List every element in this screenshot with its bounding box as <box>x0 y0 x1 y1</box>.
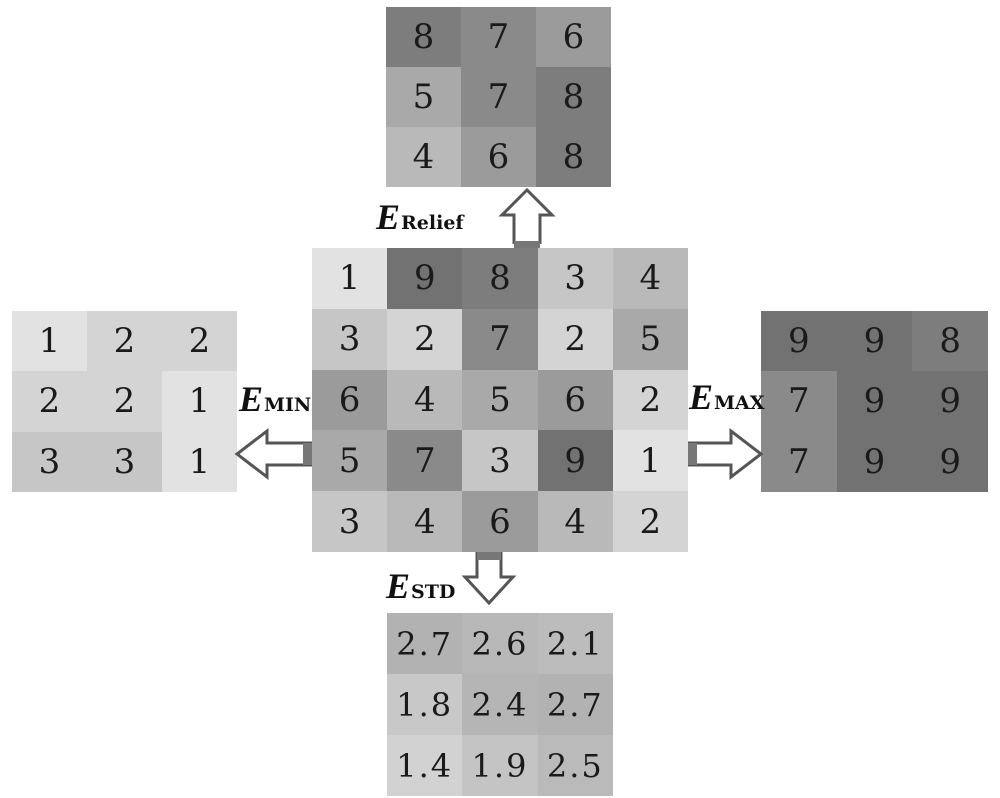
relief-cell-r1-c1: 7 <box>461 67 536 127</box>
max-cell-r1-c0: 7 <box>761 371 837 432</box>
std-cell-r2-c1: 1.9 <box>462 735 538 796</box>
label-max-sub: MAX <box>714 392 765 414</box>
label-min: EMIN <box>239 378 311 420</box>
std-cell-r1-c1: 2.4 <box>462 674 538 735</box>
max-cell-r2-c2: 9 <box>912 431 988 492</box>
arrow-left-icon <box>234 427 312 481</box>
relief-cell-r0-c2: 6 <box>536 7 611 67</box>
label-min-main: E <box>239 379 264 419</box>
center-cell-r2-c2: 5 <box>462 369 538 431</box>
center-cell-r4-c4: 2 <box>612 491 688 552</box>
center-cell-r0-c3: 3 <box>537 248 613 309</box>
label-relief-main: E <box>376 197 401 237</box>
std-cell-r2-c2: 2.5 <box>537 735 613 796</box>
center-cell-r1-c3: 2 <box>537 308 613 370</box>
label-max: EMAX <box>689 376 765 418</box>
min-cell-r2-c1: 3 <box>87 431 162 492</box>
center-cell-r0-c2: 8 <box>462 248 538 309</box>
center-cell-r1-c2: 7 <box>462 308 538 370</box>
arrow-down-stub <box>477 552 501 560</box>
min-cell-r1-c1: 2 <box>87 371 162 432</box>
center-cell-r4-c3: 4 <box>537 491 613 552</box>
relief-cell-r1-c0: 5 <box>386 67 461 127</box>
center-cell-r2-c3: 6 <box>537 369 613 431</box>
label-std: ESTD <box>386 565 455 607</box>
arrow-right-icon <box>688 427 764 481</box>
center-cell-r2-c0: 6 <box>312 369 388 431</box>
center-cell-r3-c3: 9 <box>537 430 613 492</box>
std-cell-r0-c1: 2.6 <box>462 613 538 674</box>
min-cell-r1-c0: 2 <box>12 371 87 432</box>
max-cell-r2-c0: 7 <box>761 431 837 492</box>
std-cell-r1-c0: 1.8 <box>387 674 463 735</box>
relief-cell-r2-c0: 4 <box>386 127 461 187</box>
std-cell-r1-c2: 2.7 <box>537 674 613 735</box>
center-cell-r3-c0: 5 <box>312 430 388 492</box>
label-max-main: E <box>689 377 714 417</box>
center-cell-r2-c4: 2 <box>612 369 688 431</box>
label-relief-sub: Relief <box>401 212 464 234</box>
max-cell-r1-c2: 9 <box>912 371 988 432</box>
min-cell-r2-c0: 3 <box>12 431 87 492</box>
center-cell-r4-c2: 6 <box>462 491 538 552</box>
max-cell-r1-c1: 9 <box>836 371 913 432</box>
center-cell-r0-c4: 4 <box>612 248 688 309</box>
arrow-left-stub <box>303 443 312 465</box>
center-cell-r3-c2: 3 <box>462 430 538 492</box>
relief-cell-r1-c2: 8 <box>536 67 611 127</box>
label-min-sub: MIN <box>264 394 312 416</box>
arrow-up-icon <box>498 187 556 244</box>
arrow-up-stub <box>514 241 540 248</box>
relief-cell-r2-c2: 8 <box>536 127 611 187</box>
min-cell-r2-c2: 1 <box>162 431 237 492</box>
max-cell-r2-c1: 9 <box>836 431 913 492</box>
label-relief: ERelief <box>376 196 464 238</box>
label-std-sub: STD <box>411 581 456 603</box>
center-cell-r4-c1: 4 <box>387 491 463 552</box>
center-cell-r4-c0: 3 <box>312 491 388 552</box>
max-cell-r0-c0: 9 <box>761 311 837 372</box>
min-cell-r1-c2: 1 <box>162 371 237 432</box>
center-cell-r3-c4: 1 <box>612 430 688 492</box>
min-cell-r0-c1: 2 <box>87 311 162 372</box>
min-cell-r0-c0: 1 <box>12 311 87 372</box>
center-cell-r0-c0: 1 <box>312 248 388 309</box>
std-cell-r2-c0: 1.4 <box>387 735 463 796</box>
relief-cell-r2-c1: 6 <box>461 127 536 187</box>
center-cell-r0-c1: 9 <box>387 248 463 309</box>
center-cell-r1-c0: 3 <box>312 308 388 370</box>
label-std-main: E <box>386 566 411 606</box>
center-cell-r2-c1: 4 <box>387 369 463 431</box>
max-cell-r0-c2: 8 <box>912 311 988 372</box>
max-cell-r0-c1: 9 <box>836 311 913 372</box>
std-cell-r0-c2: 2.1 <box>537 613 613 674</box>
arrow-right-stub <box>688 443 697 465</box>
relief-cell-r0-c0: 8 <box>386 7 461 67</box>
std-cell-r0-c0: 2.7 <box>387 613 463 674</box>
min-cell-r0-c2: 2 <box>162 311 237 372</box>
arrow-down-icon <box>461 552 517 606</box>
relief-cell-r0-c1: 7 <box>461 7 536 67</box>
center-cell-r3-c1: 7 <box>387 430 463 492</box>
center-cell-r1-c1: 2 <box>387 308 463 370</box>
center-cell-r1-c4: 5 <box>612 308 688 370</box>
